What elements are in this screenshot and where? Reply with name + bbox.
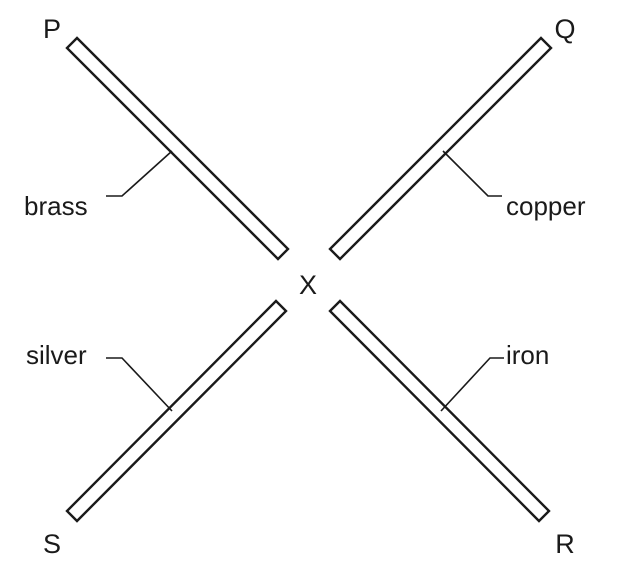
material-label-iron: iron [506, 340, 549, 370]
rod-brass [65, 36, 290, 261]
corner-label-p: P [43, 14, 61, 44]
centre-label-x: X [299, 270, 317, 300]
leader-brass [106, 150, 173, 197]
rod-copper [328, 36, 553, 261]
leader-iron [440, 357, 504, 412]
leader-copper [442, 150, 502, 197]
rod-silver [65, 299, 288, 523]
leader-silver [106, 357, 173, 412]
material-label-copper: copper [506, 191, 586, 221]
corner-label-q: Q [554, 14, 575, 44]
material-label-silver: silver [26, 340, 87, 370]
rod-iron [328, 299, 551, 523]
corner-label-r: R [555, 529, 575, 559]
corner-label-s: S [43, 529, 61, 559]
material-label-brass: brass [24, 191, 88, 221]
